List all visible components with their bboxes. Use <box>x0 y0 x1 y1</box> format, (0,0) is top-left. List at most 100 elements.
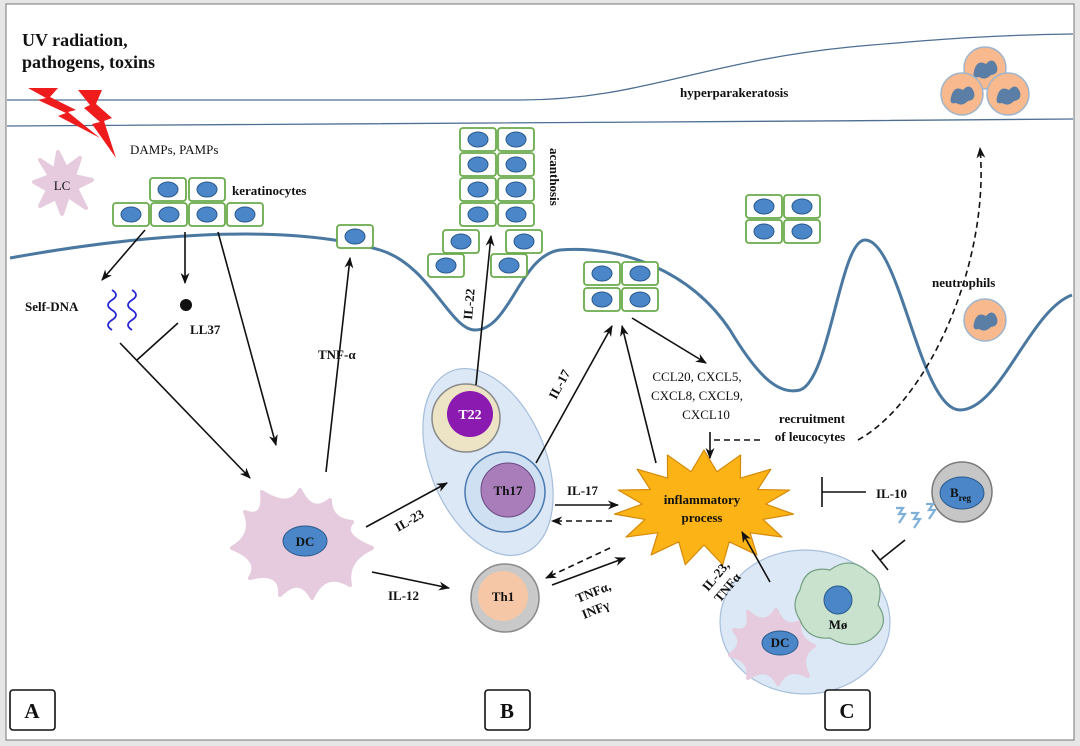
keratinocyte-nucleus <box>234 206 256 223</box>
self-dna-label: Self-DNA <box>25 299 79 314</box>
dc-small-label: DC <box>771 635 790 650</box>
keratinocyte <box>149 177 187 202</box>
panel-label-b: B <box>484 689 531 731</box>
inflammatory-label-line2: process <box>682 510 723 525</box>
th17-cell <box>480 462 536 518</box>
inflammatory-label-line1: inflammatory <box>664 492 741 507</box>
neutrophils-label: neutrophils <box>932 275 995 290</box>
keratinocyte-nucleus <box>791 198 813 215</box>
keratinocyte <box>188 177 226 202</box>
ll37-join-line <box>136 322 179 361</box>
panel-label-a: A <box>9 689 56 731</box>
keratinocyte <box>497 152 535 177</box>
keratinocyte-nucleus <box>753 198 775 215</box>
keratinocyte-layer <box>112 127 821 312</box>
neutrophil <box>940 72 984 116</box>
stratum-corneum-top-line <box>7 33 1074 101</box>
neutrophil-nucleus <box>973 60 998 79</box>
keratinocyte-nucleus <box>505 181 527 198</box>
il22-label: IL-22 <box>460 288 478 320</box>
keratinocyte <box>783 219 821 244</box>
keratinocyte-nucleus <box>791 223 813 240</box>
keratinocyte <box>150 202 188 227</box>
panel-label-box <box>9 689 56 731</box>
th17-label: Th17 <box>494 483 523 498</box>
hyperparakeratosis-label: hyperparakeratosis <box>680 85 788 100</box>
il10-signal-icon <box>926 502 938 520</box>
keratinocyte <box>112 202 150 227</box>
arrow-kc-to-dc <box>217 231 278 447</box>
dendritic-cell-small-nucleus <box>761 630 799 656</box>
keratinocyte <box>783 194 821 219</box>
il10-signal-icon <box>896 506 908 524</box>
keratinocyte-nucleus <box>505 206 527 223</box>
neutrophil-nucleus <box>950 86 975 105</box>
lightning-bolt-icon <box>28 88 100 138</box>
dendritic-cell-nucleus <box>282 525 328 557</box>
keratinocyte-nucleus <box>591 265 613 282</box>
keratinocyte <box>490 253 528 278</box>
self-dna-strand <box>127 289 137 331</box>
inhibition-breg-bar <box>871 549 889 571</box>
panel-label-box <box>824 689 871 731</box>
keratinocyte-nucleus <box>157 181 179 198</box>
neutrophil <box>986 72 1030 116</box>
keratinocyte <box>745 194 783 219</box>
keratinocyte-nucleus <box>435 257 457 274</box>
keratinocyte-nucleus <box>513 233 535 250</box>
lc-label: LC <box>54 178 71 193</box>
inhibition-breg-line <box>879 539 906 561</box>
arrow-inflammation-to-kc <box>620 324 657 464</box>
breg-subscript: reg <box>959 493 972 503</box>
arrow-il23 <box>365 482 448 528</box>
keratinocyte-nucleus <box>158 206 180 223</box>
keratinocyte <box>621 287 659 312</box>
breg-cell-nucleus <box>939 476 985 510</box>
arrow-il22 <box>475 234 495 386</box>
il10-label: IL-10 <box>876 486 907 501</box>
keratinocyte <box>621 261 659 286</box>
keratinocyte <box>497 127 535 152</box>
tnf-alpha-label: TNF-α <box>318 347 356 362</box>
trigger-label-line2: pathogens, toxins <box>22 52 155 72</box>
keratinocytes-label: keratinocytes <box>232 183 306 198</box>
keratinocyte <box>459 177 497 202</box>
breg-text: Breg <box>950 485 971 503</box>
chemokines-label-line2: CXCL8, CXCL9, <box>651 388 743 403</box>
keratinocyte <box>745 219 783 244</box>
t22-label: T22 <box>458 408 481 423</box>
ll37-peptide <box>180 299 192 311</box>
figure-panel <box>5 3 1075 741</box>
langerhans-cell <box>32 150 94 216</box>
th1-cell <box>478 571 528 621</box>
recruitment-label-line2: of leucocytes <box>775 429 845 444</box>
keratinocyte <box>427 253 465 278</box>
arrow-kc-to-self-dna <box>101 229 146 281</box>
keratinocyte <box>459 152 497 177</box>
breg-label: B <box>950 485 959 500</box>
keratinocyte <box>505 229 543 254</box>
keratinocyte <box>226 202 264 227</box>
keratinocyte-nucleus <box>196 206 218 223</box>
keratinocyte-nucleus <box>591 291 613 308</box>
arrow-il12 <box>371 571 451 591</box>
arrow-tnf-alpha <box>325 256 354 473</box>
keratinocyte-nucleus <box>344 228 366 245</box>
lightning-bolt-icon <box>78 90 116 158</box>
keratinocyte-nucleus <box>467 181 489 198</box>
macrophage-label: Mø <box>829 617 848 632</box>
dc-label: DC <box>296 534 315 549</box>
dashed-arrow-inflammation-to-th1 <box>544 547 611 579</box>
arrow-il23-tnf-to-inflammation <box>741 531 771 583</box>
macrophage-nucleus <box>823 585 853 615</box>
keratinocyte-nucleus <box>629 265 651 282</box>
damps-label: DAMPs, PAMPs <box>130 142 218 157</box>
keratinocyte <box>497 202 535 227</box>
arrow-complex-to-dc <box>119 342 251 479</box>
arrow-th1-to-inflammation <box>551 557 627 586</box>
ll37-label: LL37 <box>190 322 221 337</box>
keratinocyte-nucleus <box>505 131 527 148</box>
panel-label-c: C <box>824 689 871 731</box>
th1-label: Th1 <box>492 589 514 604</box>
keratinocyte <box>583 261 621 286</box>
